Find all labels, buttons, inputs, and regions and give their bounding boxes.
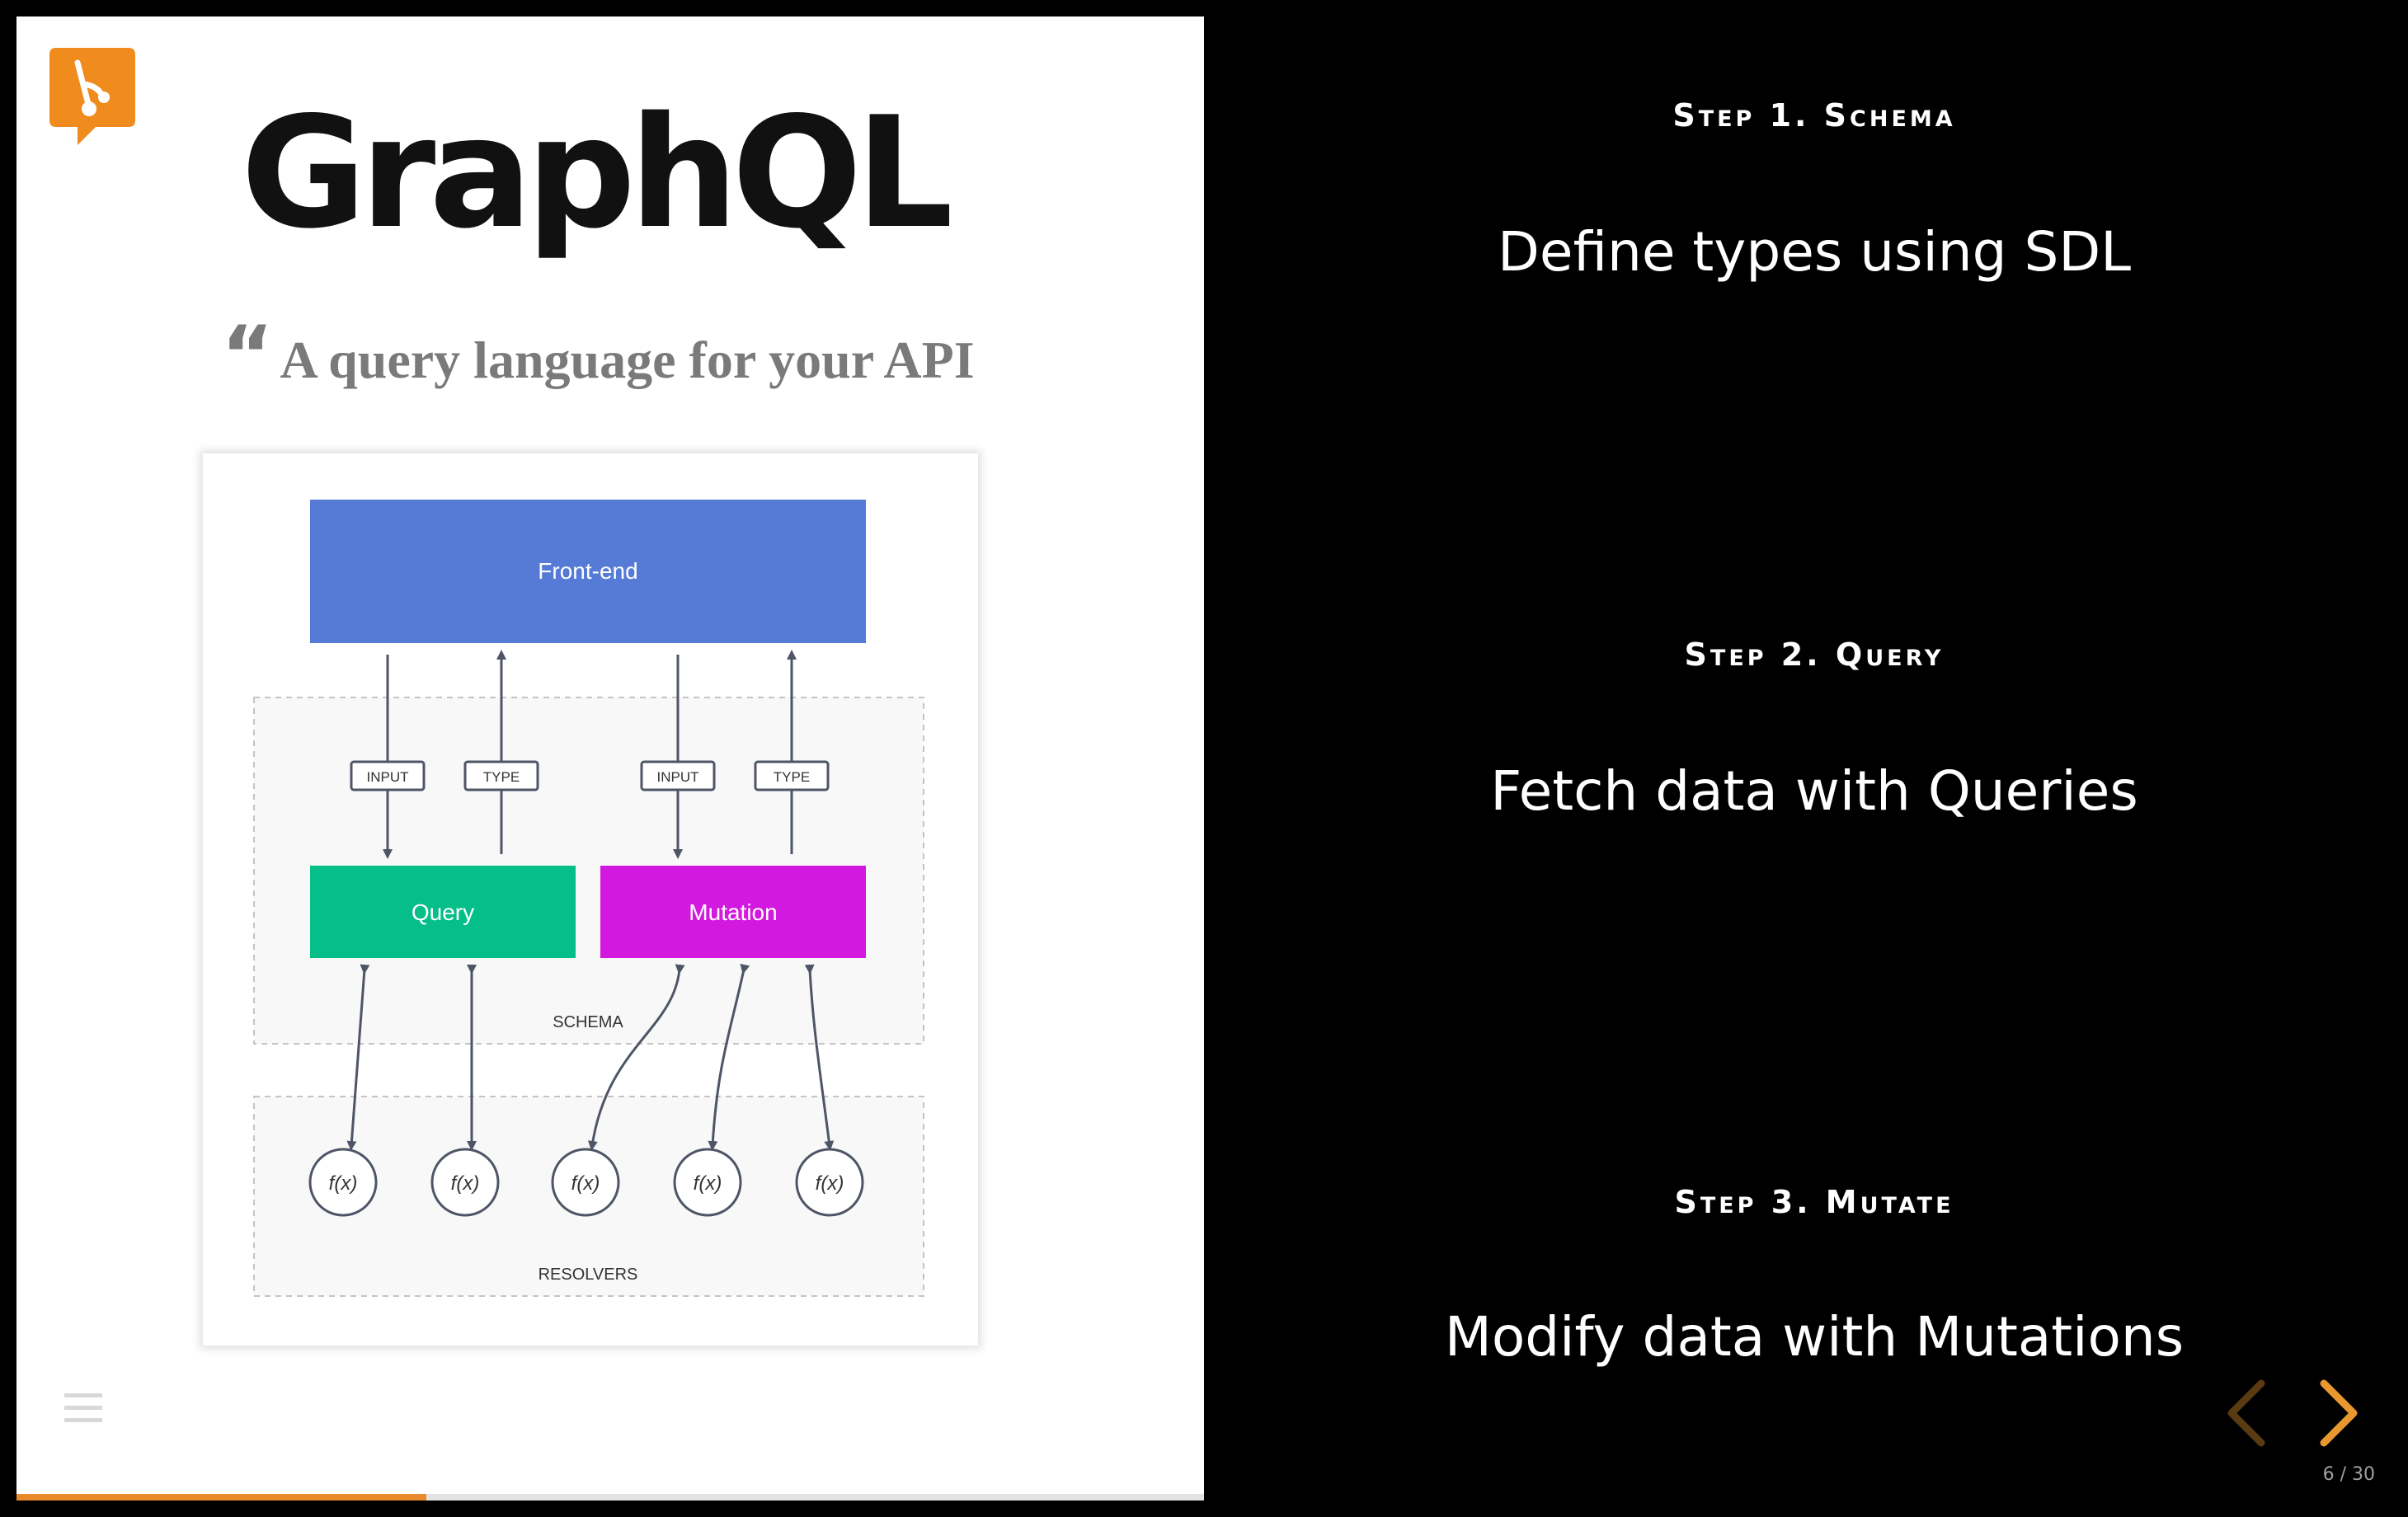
resolvers-label: RESOLVERS	[539, 1266, 638, 1284]
resolver-arrow-1	[346, 964, 370, 1151]
mutation-box	[600, 866, 866, 958]
quote-icon: “	[221, 309, 273, 402]
resolver-function-label: f(x)	[451, 1172, 480, 1195]
resolver-function-label: f(x)	[329, 1172, 358, 1195]
slide-number: 6 / 30	[2322, 1464, 2375, 1485]
step-1-heading: Step 1. Schema	[1672, 97, 1956, 134]
type-tag-label: TYPE	[483, 769, 520, 785]
resolver-function: f(x)	[308, 1148, 378, 1217]
step-1-text: Define types using SDL	[1498, 220, 2131, 284]
slide-title: GraphQL	[240, 83, 953, 262]
input-tag-label: INPUT	[657, 769, 699, 785]
tagline-text: A query language for your API	[280, 331, 975, 389]
chevron-left-icon[interactable]	[2223, 1378, 2269, 1448]
slide-panel: GraphQL “A query language for your API F…	[16, 16, 1204, 1501]
progress-fill	[16, 1494, 426, 1501]
step-2-text: Fetch data with Queries	[1490, 759, 2138, 823]
mutation-label: Mutation	[689, 899, 777, 925]
resolver-function-label: f(x)	[571, 1172, 600, 1195]
resolver-arrow-4	[708, 963, 750, 1151]
schema-label: SCHEMA	[553, 1013, 623, 1031]
frontend-box	[310, 500, 866, 643]
type-tag: TYPE	[463, 760, 539, 791]
frontend-label: Front-end	[538, 558, 637, 584]
resolver-function: f(x)	[551, 1148, 620, 1217]
resolver-function: f(x)	[673, 1148, 742, 1217]
step-3-heading: Step 3. Mutate	[1674, 1184, 1954, 1220]
resolver-arrow-5	[804, 964, 835, 1151]
input-tag: INPUT	[640, 760, 716, 791]
resolver-function-label: f(x)	[816, 1172, 844, 1195]
step-2-heading: Step 2. Query	[1684, 636, 1945, 673]
resolver-function: f(x)	[795, 1148, 864, 1217]
step-3-text: Modify data with Mutations	[1444, 1305, 2185, 1369]
type-tag-label: TYPE	[774, 769, 810, 785]
hamburger-menu-icon[interactable]	[64, 1392, 102, 1425]
query-label: Query	[412, 899, 474, 925]
query-box	[310, 866, 576, 958]
tagline: “A query language for your API	[16, 316, 1179, 397]
resolver-function: f(x)	[430, 1148, 500, 1217]
resolver-function-label: f(x)	[694, 1172, 722, 1195]
type-tag: TYPE	[754, 760, 830, 791]
chevron-right-icon[interactable]	[2316, 1378, 2362, 1448]
resolver-arrow-3	[587, 964, 685, 1151]
progress-bar	[16, 1494, 1204, 1501]
git-branch-logo-icon	[49, 48, 135, 158]
input-tag-label: INPUT	[367, 769, 409, 785]
graphql-diagram: Front-end INPUT TYPE INPUT TYPE	[203, 453, 978, 1346]
input-tag: INPUT	[350, 760, 426, 791]
